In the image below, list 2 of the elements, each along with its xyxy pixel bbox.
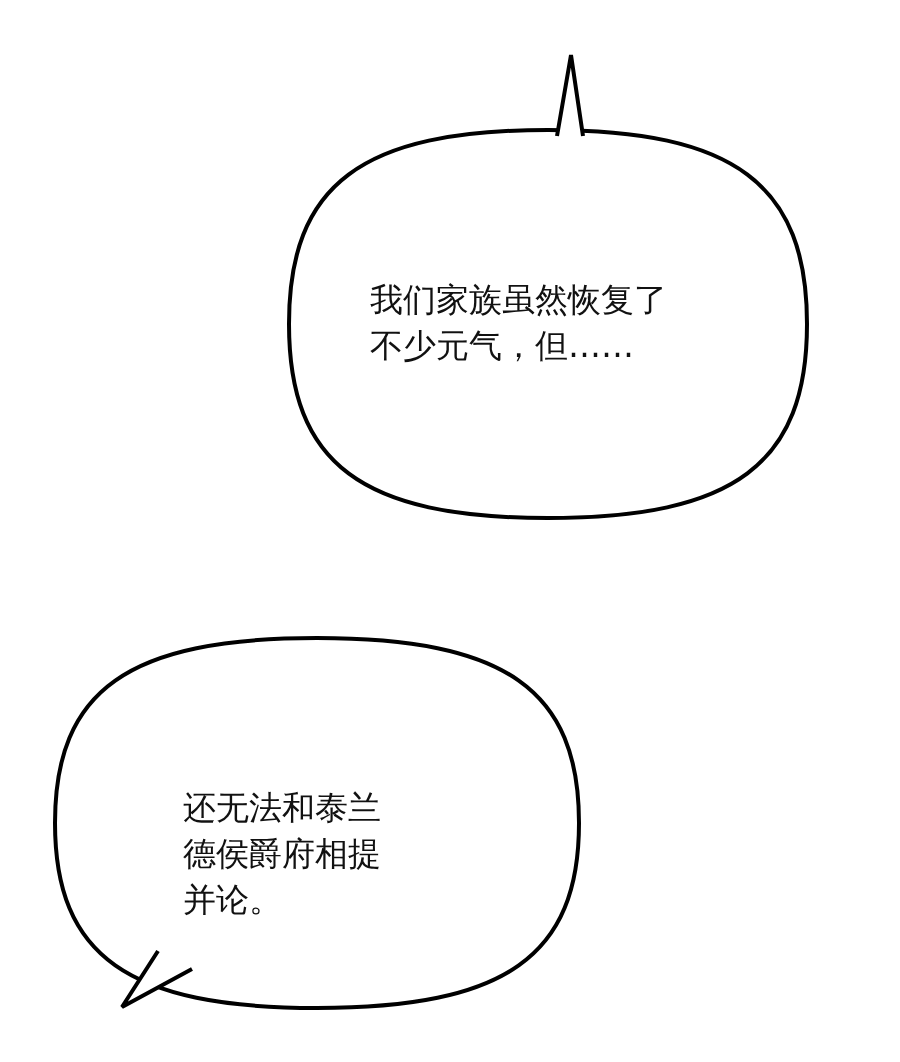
speech-text: 还无法和泰兰德侯爵府相提并论。	[183, 787, 382, 921]
speech-text: 我们家族虽然恢复了不少元气，但……	[370, 279, 668, 367]
